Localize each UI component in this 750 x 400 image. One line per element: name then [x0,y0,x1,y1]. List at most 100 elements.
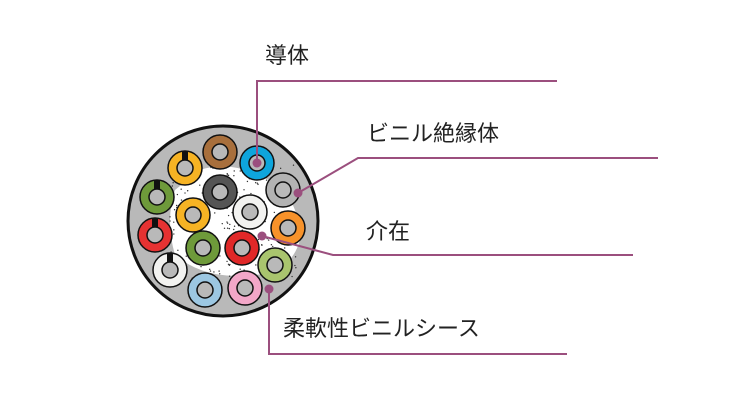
filler-dot [279,167,282,170]
filler-dot [256,182,259,184]
core-light-green [257,247,293,283]
filler-dot [227,263,230,266]
filler-dot [180,188,182,190]
stripe-marker [154,180,160,189]
filler-dot [291,275,293,278]
conductor [196,281,214,299]
filler-dot [184,192,186,194]
filler-dot [294,256,297,258]
core-red [224,230,260,266]
filler-dot [221,222,223,225]
sheath-leader-line [268,289,567,355]
conductor [241,203,259,221]
filler-dot [172,182,174,184]
filler-dot [233,170,235,172]
filler-dot [200,265,202,268]
conductor [148,188,166,206]
filler-dot [233,228,235,231]
core-white-marked [152,252,188,288]
filler-dot [175,204,178,207]
filler-dot [284,247,286,249]
conductor [184,206,202,224]
filler-leader-line [261,235,633,256]
conductor [146,226,164,244]
filler-dot [199,184,201,186]
core-pink [227,270,263,306]
filler-dot [273,211,276,214]
core-brown [202,134,238,170]
core-white [232,194,268,230]
stripe-marker [182,151,188,160]
conductor [279,219,297,237]
filler-dot [267,239,270,241]
filler-dot [292,164,295,166]
core-orange [270,210,306,246]
filler-dot [239,170,241,172]
insulation-pointer-dot [293,188,303,198]
conductor-pointer-dot [252,158,262,168]
filler-dot [229,263,231,266]
filler-dot [226,222,229,224]
filler-dot [169,216,171,218]
filler-dot [218,273,221,275]
filler-pointer-dot [257,231,267,241]
stripe-marker [152,218,158,227]
filler-dot [233,175,235,177]
filler-dot [169,220,171,222]
label-insulation: ビニル絶縁体 [367,122,500,147]
filler-dot [228,275,231,277]
conductor [211,183,229,201]
filler-dot [226,227,229,229]
conductor [176,159,194,177]
filler-dot [255,264,257,266]
filler-dot [185,255,187,257]
conductor [266,256,284,274]
filler-dot [186,190,189,192]
filler-dot [228,227,231,230]
filler-dot [209,270,212,272]
core-red-marked [137,217,173,253]
filler-dot [177,249,179,251]
label-sheath: 柔軟性ビニルシース [283,317,480,342]
conductor [233,239,251,257]
filler-dot [209,268,211,271]
core-yellow-orange [175,197,211,233]
label-conductor: 導体 [265,44,310,69]
filler-dot [243,189,245,191]
filler-dot [171,185,174,187]
insulation-leader-line [297,157,658,194]
conductor [236,279,254,297]
filler-dot [295,267,297,269]
filler-dot [227,174,230,177]
filler-dot [226,174,229,176]
filler-dot [257,183,259,186]
core-green [185,230,221,266]
conductor [211,143,229,161]
filler-dot [218,270,220,272]
filler-dot [229,223,231,226]
filler-dot [246,180,249,183]
core-light-blue [187,272,223,308]
filler-dot [272,245,274,248]
filler-dot [265,179,268,181]
filler-dot [261,244,263,246]
conductor [274,181,292,199]
sheath-pointer-dot [264,284,274,294]
filler-dot [226,221,228,223]
core-orange-marked [167,150,203,186]
filler-dot [227,214,230,217]
filler-dot [254,182,257,184]
filler-dot [176,193,179,196]
filler-dot [250,192,252,195]
filler-dot [214,212,216,214]
conductor-leader-line [256,80,557,163]
conductor [194,239,212,257]
filler-dot [173,209,176,211]
filler-dot [180,199,183,201]
core-green-marked [139,179,175,215]
core-gray [265,172,301,208]
filler-dot [173,233,175,235]
core-dark-gray [202,174,238,210]
filler-dot [223,227,226,229]
